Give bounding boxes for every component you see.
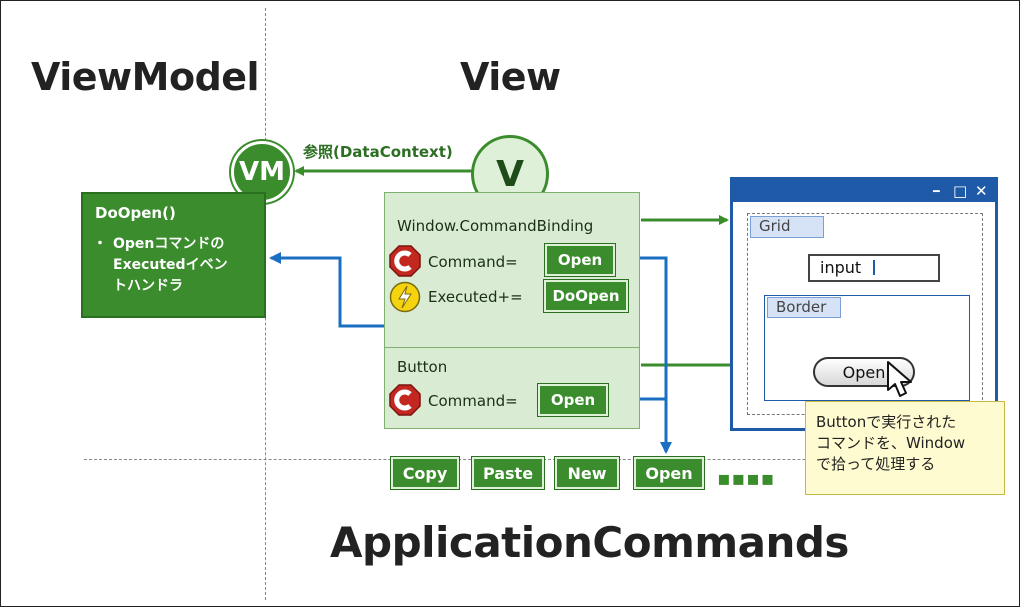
window-mockup: ━ □ ✕ Grid input Border — [730, 177, 998, 431]
handler-method-name: DoOpen() — [95, 204, 176, 222]
more-commands-indicator: ▪▪▪▪ — [717, 466, 776, 490]
handler-description: ・ Openコマンドの Executedイベン トハンドラ — [93, 234, 254, 297]
mouse-cursor-icon — [887, 361, 912, 397]
explanation-note: Buttonで実行された コマンドを、Window で拾って処理する — [805, 401, 1005, 495]
note-line: で拾って処理する — [816, 455, 936, 473]
border-container: Border — [764, 295, 970, 401]
command-binding-panel: Window.CommandBinding Command= Open Exec… — [384, 192, 640, 348]
input-field: input — [808, 254, 940, 282]
heading-viewmodel: ViewModel — [31, 55, 260, 99]
button-command-open: Open — [537, 383, 609, 417]
grid-label: Grid — [750, 216, 824, 238]
binding-executed-doopen: DoOpen — [543, 279, 629, 313]
bullet: ・ — [93, 236, 107, 252]
border-label: Border — [767, 297, 841, 318]
reference-label: 参照(DataContext) — [303, 143, 453, 161]
window-title-bar: ━ □ ✕ — [733, 180, 995, 202]
binding-command-open: Open — [544, 243, 616, 277]
button-panel: Button Command= Open — [384, 347, 640, 429]
command-c-icon — [389, 245, 421, 277]
note-line: Buttonで実行された — [816, 413, 957, 431]
text-cursor — [873, 260, 876, 275]
input-text: input — [820, 258, 862, 277]
button-command-label: Command= — [428, 392, 518, 410]
minimize-icon: ━ — [933, 185, 940, 198]
handler-description-text: Openコマンドの Executedイベン トハンドラ — [113, 234, 228, 297]
close-icon: ✕ — [975, 182, 988, 200]
command-copy: Copy — [390, 456, 460, 490]
button-panel-title: Button — [397, 358, 448, 376]
maximize-icon: □ — [953, 182, 968, 200]
event-lightning-icon — [389, 281, 421, 313]
handler-description-line: Openコマンドの — [113, 236, 225, 252]
heading-application-commands: ApplicationCommands — [330, 518, 849, 567]
command-paste: Paste — [471, 456, 545, 490]
command-open: Open — [633, 456, 705, 490]
command-new: New — [554, 456, 620, 490]
heading-view: View — [460, 55, 561, 99]
handler-description-line: Executedイベン — [113, 257, 228, 273]
note-line: コマンドを、Window — [816, 434, 966, 452]
handler-description-line: トハンドラ — [113, 278, 183, 294]
binding-command-label: Command= — [428, 253, 518, 271]
command-binding-title: Window.CommandBinding — [397, 217, 594, 235]
viewmodel-handler-box: DoOpen() ・ Openコマンドの Executedイベン トハンドラ — [81, 192, 266, 318]
binding-executed-label: Executed+= — [428, 288, 523, 306]
command-c-icon — [389, 384, 421, 416]
